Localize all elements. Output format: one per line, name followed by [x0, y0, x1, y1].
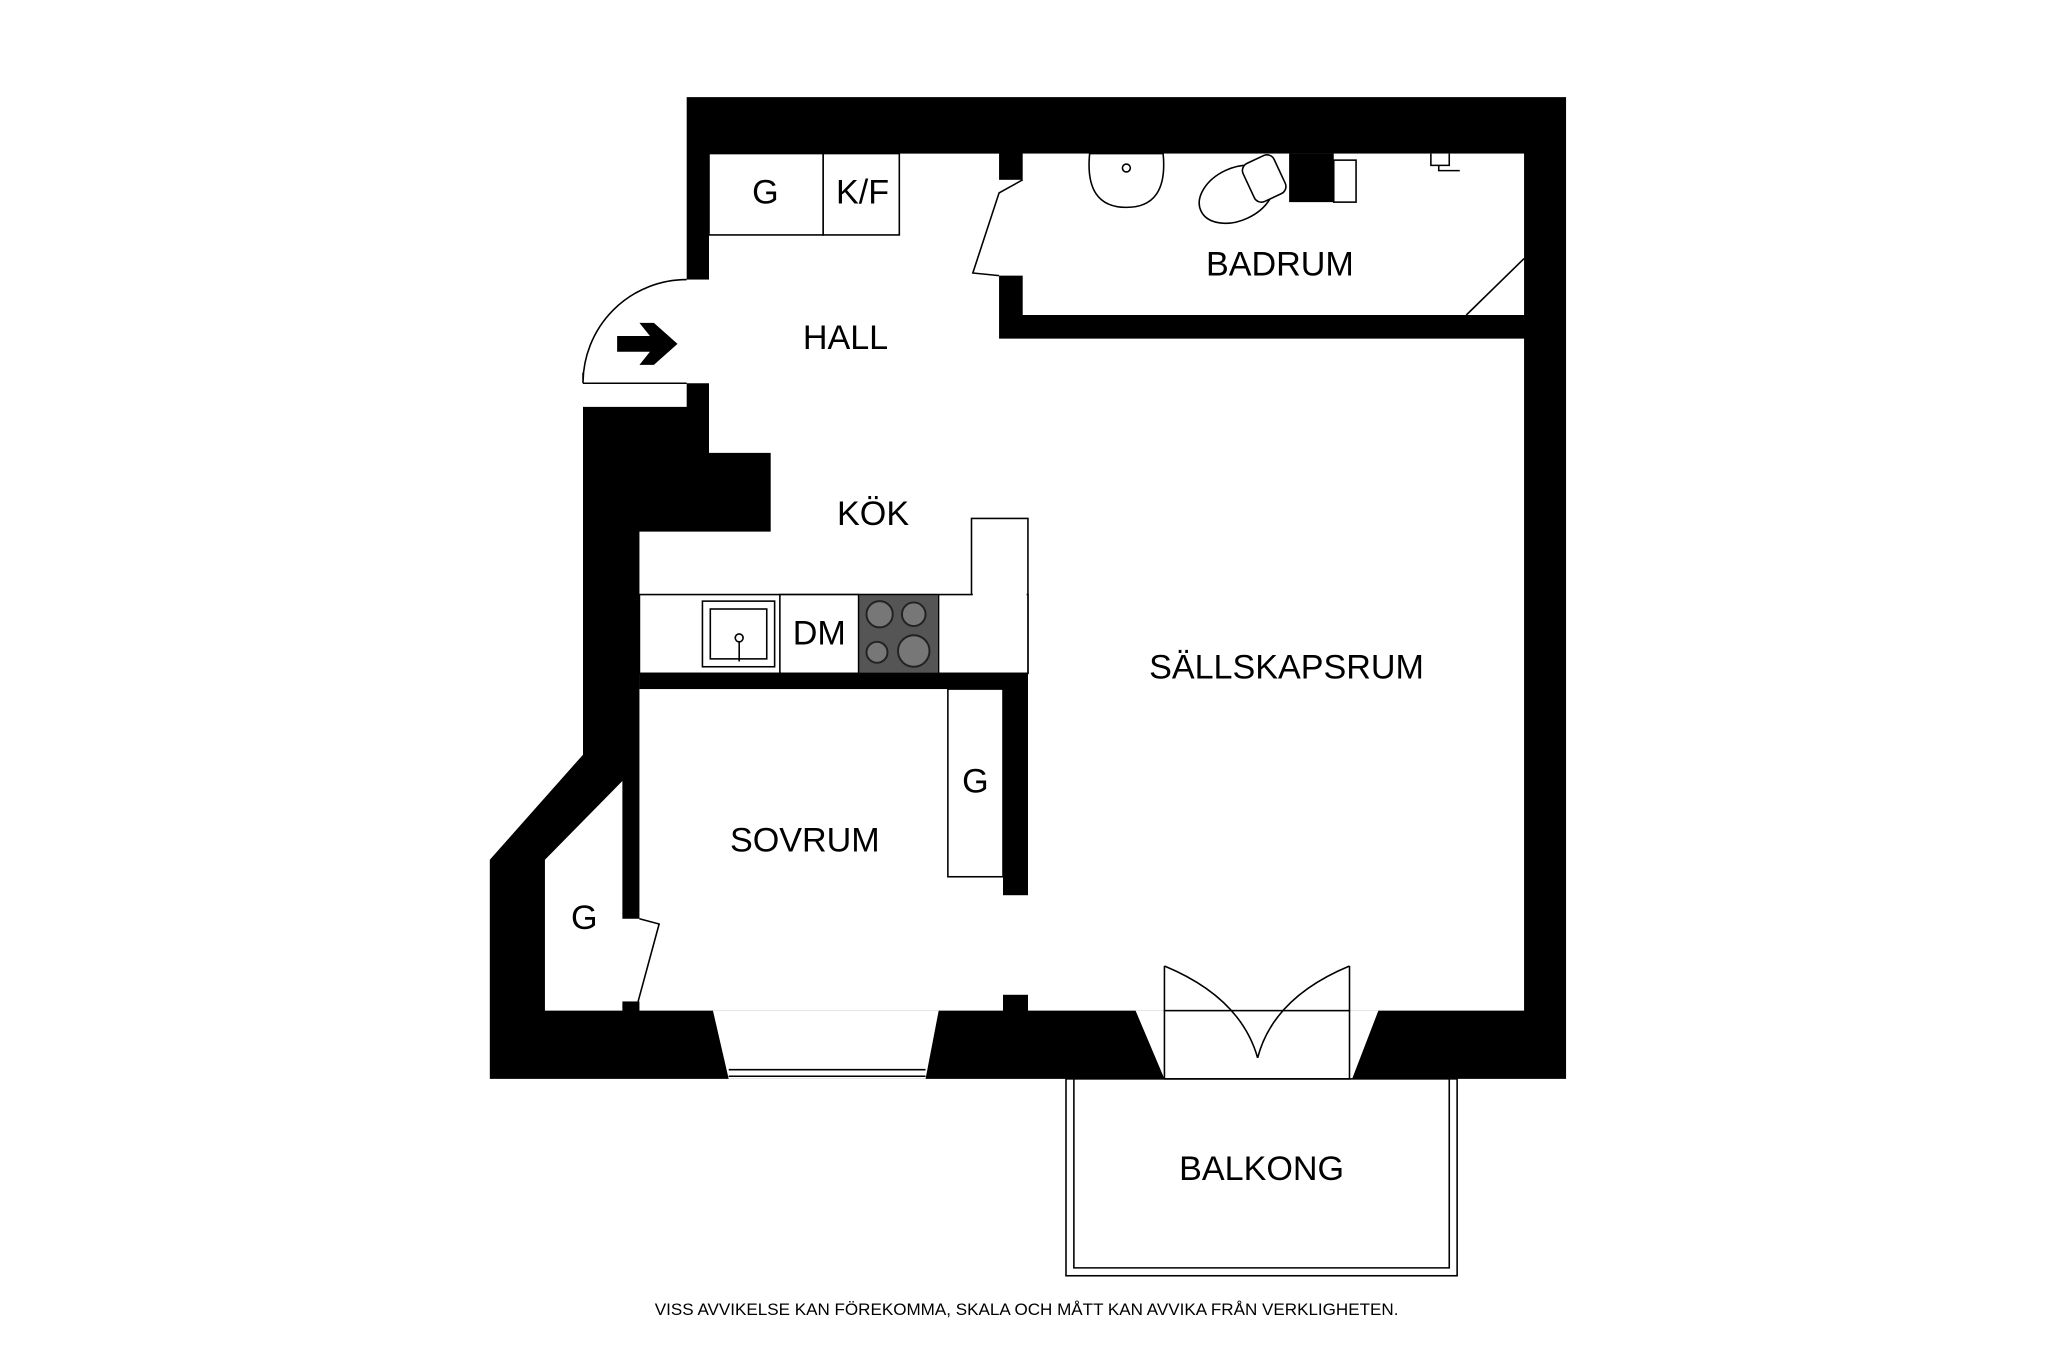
- dishwasher-label: DM: [793, 614, 846, 652]
- bedroom-area: [639, 689, 1003, 1011]
- arrow-right-icon: [617, 322, 678, 365]
- hall-closet-label: G: [752, 173, 779, 211]
- room-label-sallskapsrum: SÄLLSKAPSRUM: [1149, 648, 1424, 686]
- entrance-door-swing[interactable]: [582, 278, 687, 385]
- closet-door[interactable]: [637, 917, 661, 1002]
- balcony-door-swing: [1164, 965, 1350, 1059]
- wardrobe-label: G: [962, 763, 989, 801]
- shower-screen: [1465, 257, 1525, 316]
- room-label-badrum: BADRUM: [1206, 245, 1354, 283]
- bathroom-door[interactable]: [971, 179, 1024, 277]
- sink-icon: [1088, 152, 1165, 209]
- side-closet-area: [544, 780, 623, 1011]
- fridge-freezer-label: K/F: [836, 173, 889, 211]
- side-closet-label: G: [571, 899, 598, 937]
- room-label-kok: KÖK: [837, 495, 909, 533]
- kitchen-bedroom-wall: [639, 673, 1028, 690]
- balcony: [1065, 1078, 1458, 1277]
- room-label-hall: HALL: [803, 319, 888, 357]
- disclaimer: VISS AVVIKELSE KAN FÖREKOMMA, SKALA OCH …: [655, 1300, 1399, 1319]
- room-label-sovrum: SOVRUM: [730, 822, 880, 860]
- room-label-balkong: BALKONG: [1179, 1150, 1344, 1188]
- main-area: [639, 153, 1525, 1011]
- window: [712, 1010, 939, 1079]
- faucet-icon: [1430, 153, 1460, 172]
